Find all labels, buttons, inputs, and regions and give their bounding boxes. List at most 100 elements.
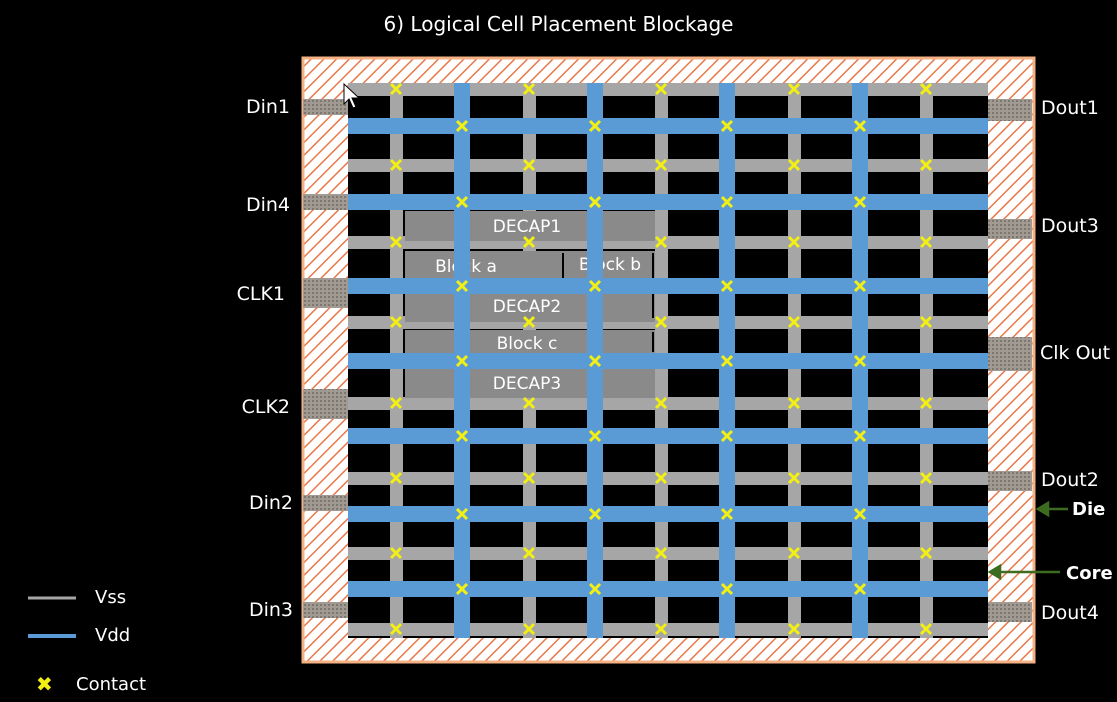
die-annotation: Die <box>1072 499 1106 520</box>
decap2-block <box>405 292 655 322</box>
contact-x-icon <box>654 82 668 96</box>
contact-x-icon <box>654 235 668 249</box>
contact-x-icon <box>787 546 801 560</box>
vdd-h-rail <box>348 118 988 134</box>
contact-x-icon <box>522 546 536 560</box>
contact-x-icon <box>787 471 801 485</box>
contact-x-icon <box>853 195 867 209</box>
contact-x-icon <box>919 82 933 96</box>
contact-x-icon <box>588 195 602 209</box>
contact-x-icon <box>455 429 469 443</box>
arrow-left-icon <box>1035 500 1068 518</box>
contact-x-icon <box>919 622 933 636</box>
pin-label-din1: Din1 <box>245 96 290 118</box>
vdd-h-rail <box>348 194 988 210</box>
contact-x-icon <box>853 582 867 596</box>
contact-x-icon <box>455 195 469 209</box>
contact-x-icon <box>389 546 403 560</box>
annotation-arrows <box>987 500 1068 581</box>
contact-x-icon <box>919 235 933 249</box>
contact-x-icon <box>455 507 469 521</box>
contact-x-icon <box>455 279 469 293</box>
block-c-region <box>405 330 655 356</box>
contact-x-icon <box>654 471 668 485</box>
contact-x-icon <box>522 622 536 636</box>
pad-dout1 <box>988 99 1032 121</box>
pad-din4 <box>303 194 348 210</box>
contact-x-icon <box>720 354 734 368</box>
pad-clk2 <box>303 389 348 419</box>
contact-x-icon <box>919 546 933 560</box>
contact-x-icon: ✖ <box>36 672 53 696</box>
contact-x-icon <box>654 622 668 636</box>
pin-label-dout2: Dout2 <box>1041 469 1099 491</box>
contact-x-icon <box>522 471 536 485</box>
vdd-h-rail <box>348 353 988 369</box>
contact-x-icon <box>389 82 403 96</box>
contact-x-icon <box>389 315 403 329</box>
pin-label-dout1: Dout1 <box>1041 97 1099 119</box>
pad-din3 <box>303 602 348 618</box>
pad-dout3 <box>988 219 1032 239</box>
contact-x-icon <box>919 396 933 410</box>
contact-x-icon <box>919 158 933 172</box>
pad-din2 <box>303 495 348 511</box>
legend-vdd: Vdd <box>95 623 130 647</box>
contact-x-icon <box>787 82 801 96</box>
contact-x-icon <box>853 507 867 521</box>
legend-vss-label: Vss <box>95 586 127 608</box>
block-b-region <box>565 251 655 281</box>
contact-x-icon <box>654 396 668 410</box>
contact-x-icon <box>919 471 933 485</box>
pin-label-clkout: Clk Out <box>1040 342 1111 364</box>
contact-x-icon <box>787 622 801 636</box>
vdd-h-rail <box>348 278 988 294</box>
pin-label-din4: Din4 <box>245 194 290 216</box>
contact-x-icon <box>522 396 536 410</box>
vdd-h-rail <box>348 581 988 597</box>
contact-x-icon <box>787 235 801 249</box>
contact-x-icon <box>389 158 403 172</box>
contacts <box>389 82 933 636</box>
decap3-block <box>405 368 655 398</box>
contact-x-icon <box>588 429 602 443</box>
contact-x-icon <box>720 507 734 521</box>
contact-x-icon <box>588 119 602 133</box>
contact-x-icon <box>654 315 668 329</box>
contact-x-icon <box>720 195 734 209</box>
io-pads <box>303 99 1032 622</box>
pad-din1 <box>303 99 348 115</box>
vdd-h-rail <box>348 428 988 444</box>
pin-label-dout4: Dout4 <box>1041 602 1099 624</box>
contact-x-icon <box>522 235 536 249</box>
contact-x-icon <box>389 235 403 249</box>
contact-x-icon <box>455 582 469 596</box>
pad-clkout <box>988 337 1032 371</box>
contact-x-icon <box>522 315 536 329</box>
core-annotation: Core <box>1066 563 1113 584</box>
legend-contact-label: Contact <box>76 673 147 695</box>
legend-vdd-label: Vdd <box>95 624 131 646</box>
contact-x-icon <box>588 279 602 293</box>
contact-x-icon <box>853 279 867 293</box>
pin-label-dout3: Dout3 <box>1041 215 1099 237</box>
contact-x-icon <box>720 279 734 293</box>
contact-x-icon <box>787 315 801 329</box>
contact-x-icon <box>522 82 536 96</box>
block-c-label: Block c <box>497 334 558 354</box>
decap3-label: DECAP3 <box>493 374 561 394</box>
contact-x-icon <box>853 429 867 443</box>
pad-dout2 <box>988 471 1032 491</box>
legend-contact: ✖ Contact <box>36 672 146 696</box>
contact-x-icon <box>720 429 734 443</box>
contact-x-icon <box>389 622 403 636</box>
vdd-h-rail <box>348 506 988 522</box>
decap2-label: DECAP2 <box>493 297 561 317</box>
pin-label-din2: Din2 <box>248 492 293 514</box>
contact-x-icon <box>389 396 403 410</box>
contact-x-icon <box>389 471 403 485</box>
block-a-region <box>405 251 565 281</box>
pad-clk1 <box>303 278 348 308</box>
placement-blockages: DECAP1 Block a Block b DECAP2 Block c DE… <box>405 211 655 398</box>
decap1-label: DECAP1 <box>493 217 561 237</box>
